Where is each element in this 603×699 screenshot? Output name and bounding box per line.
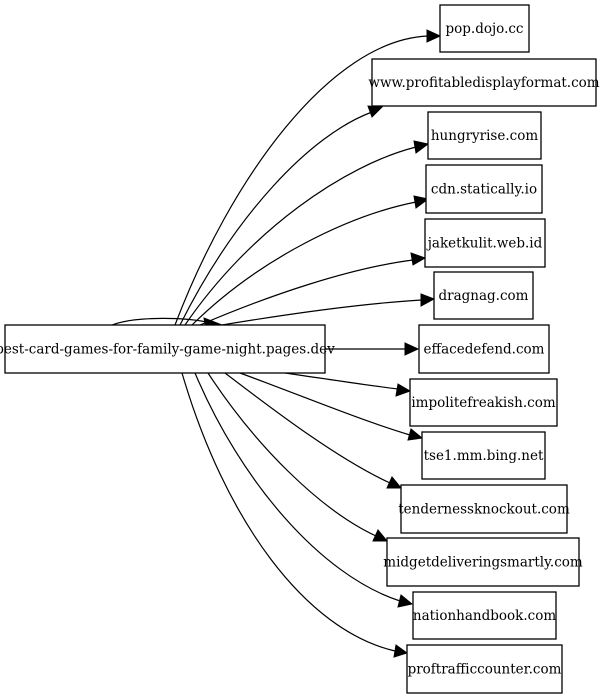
node-hungryrise[interactable]: hungryrise.com — [427, 111, 542, 160]
node-label: pop.dojo.cc — [446, 21, 524, 37]
node-label: impolitefreakish.com — [411, 395, 556, 411]
edge-to-proftrafficcounter-arrowhead — [393, 644, 409, 658]
edges — [111, 29, 442, 658]
node-effacedefend[interactable]: effacedefend.com — [418, 324, 550, 374]
node-pop-dojo-cc[interactable]: pop.dojo.cc — [439, 4, 530, 53]
node-cdn-statically[interactable]: cdn.statically.io — [425, 164, 543, 214]
node-label: dragnag.com — [439, 288, 529, 304]
node-label: midgetdeliveringsmartly.com — [383, 555, 583, 571]
nodes: best-card-games-for-family-game-night.pa… — [0, 4, 600, 694]
node-label: tendernessknockout.com — [398, 502, 570, 518]
node-source[interactable]: best-card-games-for-family-game-night.pa… — [0, 324, 335, 374]
edge-to-nationhandbook — [194, 372, 401, 602]
node-impolitefreakish[interactable]: impolitefreakish.com — [409, 378, 558, 427]
edge-to-proftrafficcounter — [181, 372, 396, 652]
edge-to-tse1-mm-bing — [239, 372, 411, 436]
node-label: effacedefend.com — [424, 342, 545, 358]
node-label: jaketkulit.web.id — [426, 236, 543, 252]
node-label: tse1.mm.bing.net — [424, 448, 544, 464]
edge-to-nationhandbook-arrowhead — [397, 594, 414, 608]
node-jaketkulit[interactable]: jaketkulit.web.id — [424, 218, 546, 268]
node-label: www.profitabledisplayformat.com — [368, 75, 599, 91]
node-proftrafficcounter[interactable]: proftrafficcounter.com — [406, 644, 563, 694]
node-tendernessknockout[interactable]: tendernessknockout.com — [398, 484, 570, 534]
edge-to-profitabledisplayformat-arrowhead — [367, 105, 384, 118]
node-profitabledisplayformat[interactable]: www.profitabledisplayformat.com — [368, 58, 600, 107]
node-dragnag[interactable]: dragnag.com — [433, 271, 534, 320]
edge-to-cdn-statically-arrowhead — [413, 195, 430, 209]
edge-to-cdn-statically — [191, 201, 417, 326]
edge-to-pop-dojo-cc — [174, 35, 429, 326]
edge-self-loop — [111, 317, 211, 326]
edge-to-midgetdeliveringsmartly — [207, 372, 377, 537]
node-label: proftrafficcounter.com — [408, 662, 562, 678]
edge-to-midgetdeliveringsmartly-arrowhead — [372, 529, 389, 542]
edge-to-dragnag-arrowhead — [420, 293, 436, 307]
node-midgetdeliveringsmartly[interactable]: midgetdeliveringsmartly.com — [383, 537, 583, 587]
edge-to-jaketkulit — [199, 259, 414, 326]
node-label: hungryrise.com — [431, 128, 538, 144]
node-label: nationhandbook.com — [413, 608, 556, 624]
edge-to-dragnag — [221, 299, 423, 326]
edge-to-impolitefreakish — [284, 372, 399, 390]
edge-to-tse1-mm-bing-arrowhead — [407, 428, 424, 441]
edge-to-jaketkulit-arrowhead — [410, 252, 427, 266]
edge-to-pop-dojo-cc-arrowhead — [426, 29, 442, 43]
node-label: cdn.statically.io — [431, 182, 537, 198]
edge-to-profitabledisplayformat — [179, 111, 373, 326]
edge-to-tendernessknockout-arrowhead — [386, 476, 403, 489]
edge-to-hungryrise-arrowhead — [413, 140, 430, 154]
edge-to-hungryrise — [184, 146, 417, 326]
node-nationhandbook[interactable]: nationhandbook.com — [412, 591, 557, 640]
edge-to-impolitefreakish-arrowhead — [395, 383, 412, 397]
edge-to-tendernessknockout — [224, 372, 391, 484]
node-tse1-mm-bing[interactable]: tse1.mm.bing.net — [421, 431, 546, 480]
node-source-label: best-card-games-for-family-game-night.pa… — [0, 342, 335, 358]
edge-to-effacedefend-arrowhead — [404, 342, 420, 356]
